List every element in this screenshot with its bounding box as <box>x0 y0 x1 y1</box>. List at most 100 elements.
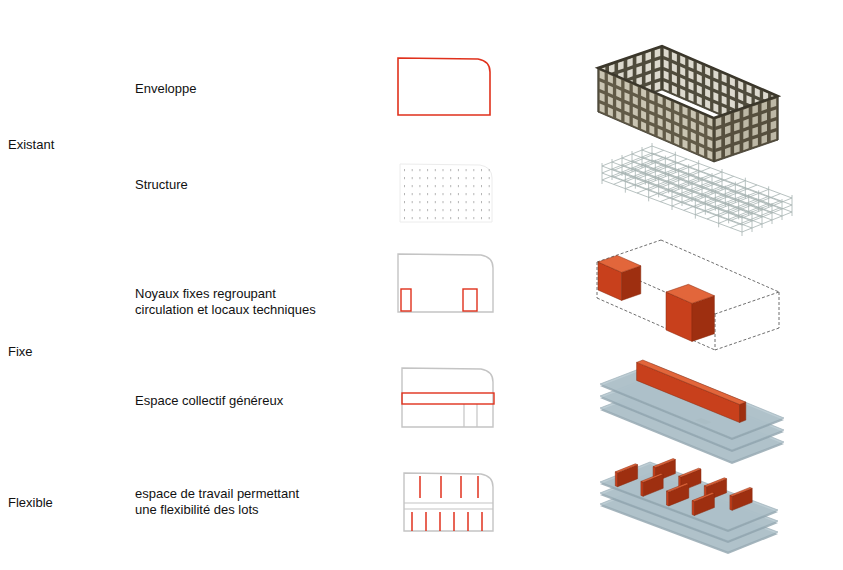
column <box>768 186 769 207</box>
column-dot <box>404 217 405 219</box>
partition-3d <box>730 487 752 510</box>
facade-window <box>646 52 652 61</box>
facade-window <box>747 95 752 105</box>
column-dot <box>473 217 474 219</box>
column-dot <box>404 177 405 179</box>
column-dot <box>435 193 436 195</box>
column <box>668 172 669 193</box>
facade-window <box>674 136 679 146</box>
beam <box>672 172 722 192</box>
floor-slab <box>600 462 778 530</box>
column-dot <box>450 169 451 171</box>
column-dot <box>473 209 474 211</box>
beam <box>695 181 745 201</box>
facade-window <box>664 49 669 59</box>
column-dot <box>450 201 451 203</box>
column-dot <box>435 177 436 179</box>
facade-window <box>691 132 696 142</box>
column-dot <box>481 169 482 171</box>
box-top <box>598 255 641 272</box>
column-dot <box>473 193 474 195</box>
facade-window <box>705 77 710 87</box>
column-dot <box>443 169 444 171</box>
facade-window <box>713 81 718 91</box>
slab-edge <box>600 464 778 532</box>
facade-window <box>689 92 694 102</box>
column <box>738 198 739 219</box>
facade-window <box>649 92 654 102</box>
column <box>698 160 699 181</box>
facade-window <box>697 63 702 73</box>
beam <box>660 168 710 188</box>
column-dot <box>466 193 467 195</box>
facade-window <box>752 105 758 114</box>
column-dot <box>473 185 474 187</box>
column <box>602 163 603 184</box>
facade-window <box>691 110 696 120</box>
facade-window <box>633 107 638 117</box>
partition-plan <box>453 512 455 531</box>
facade-window <box>725 114 731 123</box>
column-dot <box>458 217 459 219</box>
facade-window <box>666 132 671 142</box>
box-front <box>730 495 732 510</box>
facade-window <box>762 113 768 122</box>
column-dot <box>412 201 413 203</box>
facade-window <box>683 128 688 138</box>
plan-corridor <box>404 502 493 503</box>
facade-window <box>771 109 777 118</box>
facade-window <box>734 122 740 131</box>
column <box>672 189 673 210</box>
beam <box>730 194 780 214</box>
column-dot <box>404 201 405 203</box>
facade-window <box>666 99 671 109</box>
column <box>758 190 759 211</box>
facade-window <box>705 99 710 109</box>
facade-window <box>618 61 624 70</box>
partition-plan <box>411 512 413 531</box>
box-front <box>637 362 740 422</box>
facade-window <box>722 85 727 95</box>
facade-window <box>633 118 638 128</box>
facade-window <box>608 96 613 106</box>
column-dot <box>419 169 420 171</box>
collective-spine-3d <box>637 360 746 423</box>
partition-plan <box>460 476 462 498</box>
column-dot <box>489 169 490 171</box>
box-front <box>615 472 617 487</box>
facade-window <box>752 116 758 125</box>
facade-window <box>625 81 630 91</box>
box-top <box>704 478 726 487</box>
partition-3d <box>615 464 637 487</box>
facade-window <box>666 121 671 131</box>
column <box>678 168 679 189</box>
column <box>735 182 736 203</box>
column <box>695 198 696 219</box>
box-front <box>692 501 694 516</box>
facade-window <box>636 55 642 64</box>
column-dot <box>427 185 428 187</box>
column-dot <box>443 209 444 211</box>
box-side <box>740 402 746 422</box>
beam <box>719 189 769 209</box>
column <box>612 159 613 180</box>
group-label: Existant <box>8 137 54 153</box>
facade-window <box>649 103 654 113</box>
facade-window <box>600 93 605 103</box>
column <box>725 186 726 207</box>
column-dot <box>427 217 428 219</box>
column-dot <box>481 201 482 203</box>
facade-window <box>705 88 710 98</box>
facade-window <box>771 98 777 107</box>
facade-window <box>725 147 731 156</box>
column <box>722 169 723 190</box>
collective-3d <box>600 360 784 464</box>
beam <box>614 150 664 170</box>
column-dot <box>450 185 451 187</box>
facade-window <box>616 100 621 110</box>
facade-window <box>699 146 704 156</box>
component-label: espace de travail permettant une flexibi… <box>135 486 310 518</box>
facade-window <box>725 125 731 134</box>
column <box>772 203 773 224</box>
beam <box>649 163 699 183</box>
